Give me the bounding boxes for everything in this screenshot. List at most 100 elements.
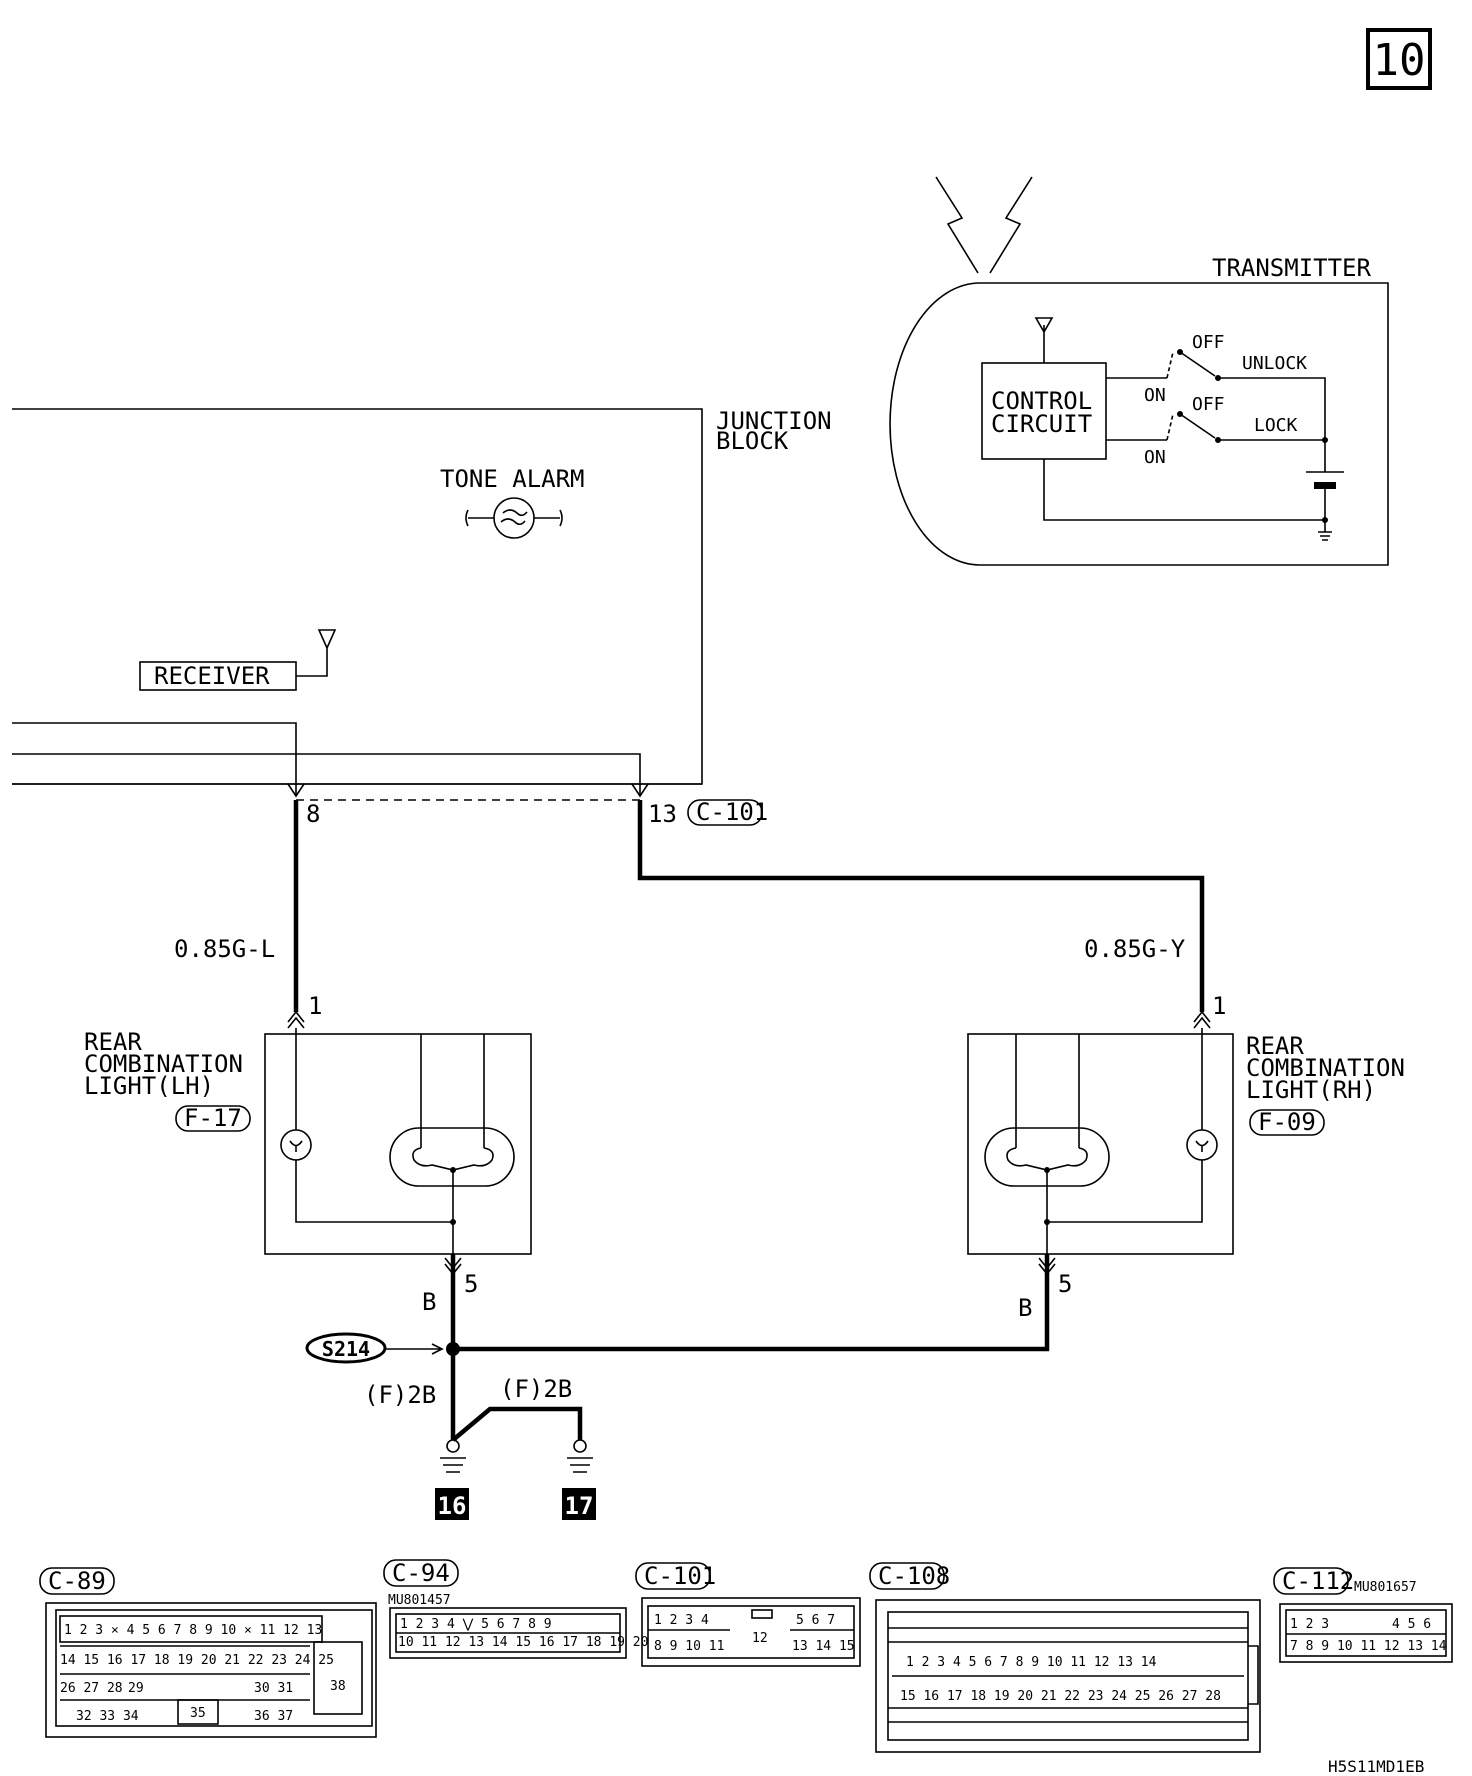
svg-text:C-89: C-89: [48, 1567, 106, 1595]
wire-label-f2b-right: (F)2B: [500, 1375, 572, 1403]
wire-085g-y: [637, 800, 1205, 1012]
svg-text:1 2 3 4: 1 2 3 4: [654, 1613, 709, 1628]
svg-text:30 31: 30 31: [254, 1681, 293, 1696]
lock-off-label: OFF: [1192, 394, 1225, 415]
ground-icon: [440, 1439, 466, 1473]
connector-tag-f17: F-17: [175, 1104, 251, 1132]
connector-face-c94: C-94 MU801457 1 2 3 4 ⋁ 5 6 7 8 9 10 11 …: [383, 1559, 648, 1659]
receiver-label: RECEIVER: [154, 662, 270, 690]
splice-point: [446, 1342, 460, 1356]
ground-point-16: 16: [435, 1488, 469, 1520]
ground-icon: [1318, 520, 1332, 541]
junction-block: JUNCTION BLOCK TONE ALARM RECEIVER: [12, 407, 832, 801]
dual-bulb-icon: [389, 1034, 515, 1254]
svg-text:MU801657: MU801657: [1354, 1580, 1417, 1595]
connector-face-c108: C-108 1 2 3 4 5 6 7 8 9 10 11 12 13 14 1…: [869, 1562, 1261, 1753]
junction-block-label: JUNCTION: [716, 407, 832, 435]
svg-text:1 2 3: 1 2 3: [1290, 1617, 1329, 1632]
svg-text:26 27 28: 26 27 28: [60, 1681, 123, 1696]
svg-text:F-09: F-09: [1258, 1108, 1316, 1136]
diagram-code: H5S11MD1EB: [1328, 1757, 1424, 1776]
pin-1-lh: 1: [308, 992, 322, 1020]
lock-on-label: ON: [1144, 447, 1166, 468]
svg-text:COMBINATION: COMBINATION: [84, 1050, 243, 1078]
radio-wave-icon: [935, 176, 979, 274]
bulb-icon: [1186, 1129, 1218, 1161]
lock-label: LOCK: [1254, 415, 1298, 436]
wire-b-rh: [453, 1254, 1050, 1352]
wire-label-lh: 0.85G-L: [174, 935, 275, 963]
pin-8: 8: [306, 800, 320, 828]
antenna-icon: [1034, 317, 1054, 363]
battery-icon: [1306, 440, 1344, 473]
connector-face-c112: C-112 MU801657 1 2 3 4 5 6 7 8 9 10 11 1…: [1273, 1567, 1453, 1663]
dual-bulb-icon: [984, 1034, 1110, 1254]
page-number-box: 10: [1366, 28, 1432, 90]
svg-text:14 15 16 17 18 19 20 21 22 23: 14 15 16 17 18 19 20 21 22 23 24 25: [60, 1653, 334, 1668]
bulb-icon: [280, 1129, 312, 1161]
svg-text:12: 12: [752, 1631, 768, 1646]
splice-s214: S214: [305, 1332, 387, 1364]
svg-text:15 16 17 18 19 20 21 22 23 24: 15 16 17 18 19 20 21 22 23 24 25 26 27 2…: [900, 1689, 1221, 1704]
svg-text:1 2 3 ⨯ 4 5 6 7 8 9 10 ⨯ 11 12: 1 2 3 ⨯ 4 5 6 7 8 9 10 ⨯ 11 12 13: [64, 1623, 322, 1638]
pin-5-lh: 5: [464, 1270, 478, 1298]
connector-face-c89: C-89 1 2 3 ⨯ 4 5 6 7 8 9 10 ⨯ 11 12 13 1…: [39, 1567, 377, 1738]
page-number: 10: [1373, 35, 1426, 86]
svg-text:5 6 7: 5 6 7: [796, 1613, 835, 1628]
svg-text:1 2 3 4 ⋁ 5 6 7 8 9: 1 2 3 4 ⋁ 5 6 7 8 9: [400, 1617, 552, 1632]
pin-13: 13: [648, 800, 677, 828]
wire-label-b-rh: B: [1018, 1294, 1032, 1322]
svg-text:LIGHT(LH): LIGHT(LH): [84, 1072, 214, 1100]
wire-label-f2b-left: (F)2B: [364, 1381, 436, 1409]
svg-text:C-94: C-94: [392, 1559, 450, 1587]
svg-text:C-101: C-101: [644, 1562, 716, 1590]
svg-text:REAR: REAR: [84, 1028, 142, 1056]
svg-text:C-112: C-112: [1282, 1567, 1354, 1595]
svg-text:17: 17: [565, 1492, 594, 1520]
svg-text:MU801457: MU801457: [388, 1593, 451, 1608]
tone-alarm-icon: [465, 497, 563, 539]
svg-text:C-108: C-108: [878, 1562, 950, 1590]
unlock-label: UNLOCK: [1242, 353, 1307, 374]
connector-tag-f09: F-09: [1249, 1108, 1325, 1136]
svg-text:4 5 6: 4 5 6: [1392, 1617, 1431, 1632]
unlock-off-label: OFF: [1192, 332, 1225, 353]
svg-text:7 8 9 10 11 12 13 14: 7 8 9 10 11 12 13 14: [1290, 1639, 1447, 1654]
arrow-icon: [386, 1343, 444, 1355]
svg-text:32 33 34: 32 33 34: [76, 1709, 139, 1724]
connector-face-c101: C-101 1 2 3 4 5 6 7 8 9 10 11 12 13 14 1…: [635, 1562, 861, 1667]
svg-text:COMBINATION: COMBINATION: [1246, 1054, 1405, 1082]
transmitter: TRANSMITTER CONTROL CIRCUIT OFF OFF ON O…: [889, 176, 1389, 566]
ground-point-17: 17: [562, 1488, 596, 1520]
control-circuit-label: CONTROL: [991, 387, 1092, 415]
svg-text:1 2 3 4 5 6 7 8 9 10 1: 1 2 3 4 5 6 7 8 9 10 11 12 13 14: [906, 1655, 1157, 1670]
junction-block-label: BLOCK: [716, 427, 789, 455]
rear-combination-light-lh: REAR COMBINATION LIGHT(LH) F-17: [84, 1028, 532, 1255]
svg-text:C-101: C-101: [696, 798, 768, 826]
radio-wave-icon: [989, 176, 1033, 274]
svg-text:8 9 10 11: 8 9 10 11: [654, 1639, 724, 1654]
svg-text:16: 16: [438, 1492, 467, 1520]
svg-text:36 37: 36 37: [254, 1709, 293, 1724]
control-circuit-label: CIRCUIT: [991, 410, 1092, 438]
wire-label-rh: 0.85G-Y: [1084, 935, 1186, 963]
pin-1-rh: 1: [1212, 992, 1226, 1020]
antenna-icon: [296, 629, 337, 677]
svg-text:38: 38: [330, 1679, 346, 1694]
svg-text:F-17: F-17: [184, 1104, 242, 1132]
pin-5-rh: 5: [1058, 1270, 1072, 1298]
svg-text:13 14 15: 13 14 15: [792, 1639, 855, 1654]
svg-text:REAR: REAR: [1246, 1032, 1304, 1060]
svg-text:10 11 12 13 14 15 16 17 18 19: 10 11 12 13 14 15 16 17 18 19 20: [398, 1635, 648, 1650]
ground-icon: [567, 1439, 593, 1473]
connector-tag-c101: C-101: [687, 798, 768, 826]
svg-text:S214: S214: [322, 1337, 370, 1361]
svg-text:29: 29: [128, 1681, 144, 1696]
transmitter-title: TRANSMITTER: [1212, 254, 1371, 282]
svg-text:35: 35: [190, 1706, 206, 1721]
tone-alarm-label: TONE ALARM: [440, 465, 585, 493]
svg-text:LIGHT(RH): LIGHT(RH): [1246, 1076, 1376, 1104]
wire-label-b-lh: B: [422, 1288, 436, 1316]
unlock-on-label: ON: [1144, 385, 1166, 406]
